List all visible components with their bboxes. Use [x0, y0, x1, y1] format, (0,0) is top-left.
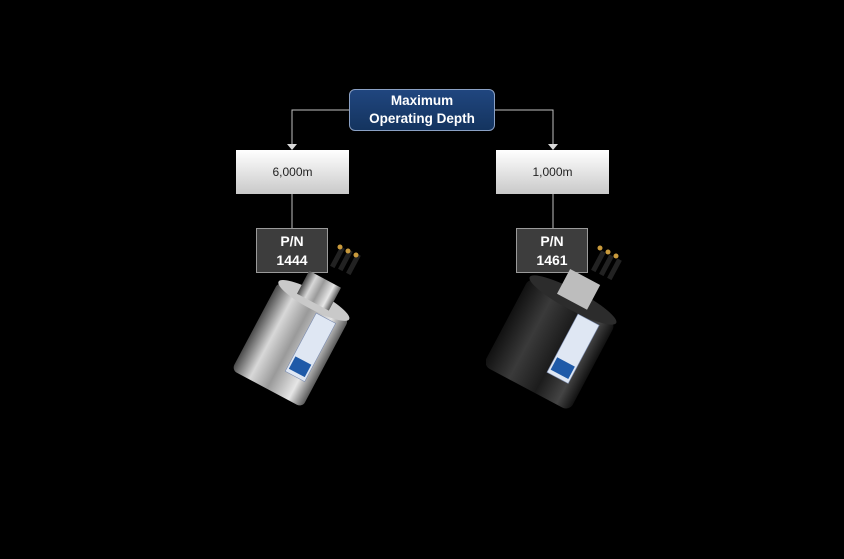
- depth-node-1000m: 1,000m: [496, 150, 609, 194]
- pn-label: P/N: [540, 232, 564, 249]
- pn-label: P/N: [280, 232, 304, 249]
- connector-pins-icon: [330, 244, 361, 276]
- root-line-1: Maximum: [390, 93, 454, 108]
- pn-number: 1461: [536, 251, 568, 268]
- root-line-2: Operating Depth: [369, 111, 475, 126]
- sensor-image-1461: [486, 245, 622, 409]
- connector-right: [495, 109, 554, 145]
- sensor-image-1444: [233, 244, 361, 406]
- root-node-maximum-operating-depth: Maximum Operating Depth: [349, 89, 495, 131]
- part-number-node-1461: P/N 1461: [516, 228, 588, 273]
- pn-number: 1444: [276, 251, 308, 268]
- arrow-down-icon: [548, 144, 558, 150]
- depth-label: 1,000m: [532, 165, 573, 179]
- part-number-node-1444: P/N 1444: [256, 228, 328, 273]
- connector-pins-icon: [591, 245, 622, 281]
- connector-left: [291, 109, 349, 145]
- depth-node-6000m: 6,000m: [236, 150, 349, 194]
- depth-label: 6,000m: [272, 165, 313, 179]
- arrow-down-icon: [287, 144, 297, 150]
